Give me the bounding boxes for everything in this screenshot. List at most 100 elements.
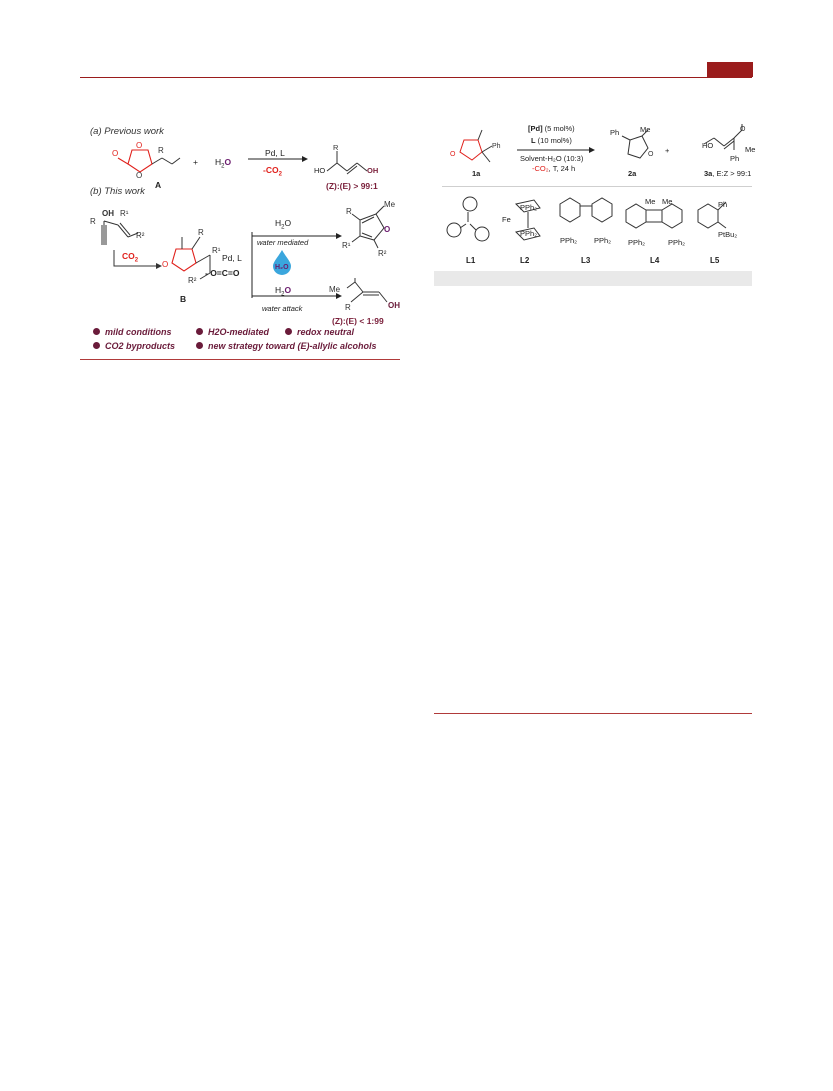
propargylic-alcohol-structure: R OH R¹ R² [90,209,145,245]
l4-pph2-left: PPh₂ [628,238,646,247]
compound-A-label: A [155,180,162,190]
svg-text:O: O [136,171,142,180]
ligand-label-5: L5 [710,256,720,265]
plus-sign-a: + [193,157,198,167]
svg-text:O: O [112,149,118,158]
svg-text:OH: OH [388,301,400,310]
ligand-label-1: L1 [466,256,476,265]
ratio-b: (Z):(E) < 1:99 [332,316,384,326]
svg-text:Me: Me [329,285,341,294]
path-top-label: water mediated [257,238,309,247]
svg-text:O: O [162,260,168,269]
l2-pph2-bottom: PPh₂ [520,229,538,238]
co2-arrow [113,250,162,269]
product-z-allylic-diol: R [326,143,368,175]
furan-product-structure: Me R R¹ R² O [342,200,396,258]
svg-text:O: O [648,151,654,158]
l4-me-right: Me [662,197,673,206]
bullet-new-strategy: new strategy toward (E)-allylic alcohols [196,341,377,351]
furan-2a-structure: O [621,129,654,159]
ligand-structures [446,196,727,242]
e-allylic-alcohol-structure: Me R OH [329,278,400,312]
svg-text:H₂O: H₂O [275,264,289,271]
ho-left: HO [314,166,326,175]
l5-ph: Ph [718,200,728,209]
ligand-label-3: L3 [581,256,591,265]
section-a-label: (a) Previous work [90,126,164,137]
water-a: H2O [215,157,232,170]
cond-a-top: Pd, L [265,148,285,158]
substrate-1a-structure: Ph O [450,129,501,163]
l5-ptbu2: PtBu₂ [718,230,738,239]
bullet-co2-byproducts: CO2 byproducts [93,341,175,351]
svg-text:R: R [198,228,204,237]
l2-pph2-top: PPh₂ [520,203,538,212]
svg-text:R¹: R¹ [120,209,129,218]
carbonate-A-structure: O O O R [112,141,181,180]
svg-text:R¹: R¹ [342,241,351,250]
header-tab [707,62,753,77]
plus-sign-right: + [665,146,670,155]
cond-reagent-1: [Pd] (5 mol%) [528,124,575,133]
svg-text:R: R [90,217,96,226]
co2-release: - O=C=O [205,268,240,278]
product-3a-structure: O [703,124,746,150]
bullet-water-mediated: H2O-mediated [196,327,269,337]
water-droplet-icon: H₂O [273,250,291,275]
path-bottom-label: water attack [262,304,303,313]
label-2a: 2a [628,169,637,178]
co2-reagent: CO2 [122,251,139,264]
path-bottom-reagent: H2O [275,285,292,298]
l2-fe: Fe [502,215,511,224]
label-1a: 1a [472,169,481,178]
ratio-a: (Z):(E) > 99:1 [326,181,378,191]
cond-reagent-2: L (10 mol%) [531,136,572,145]
left-bottom-rule [80,359,400,360]
header-rule [80,77,752,78]
table-header-bar [434,271,752,286]
svg-text:O: O [384,225,390,234]
ligand-label-4: L4 [650,256,660,265]
l4-pph2-right: PPh₂ [668,238,686,247]
section-b-label: (b) This work [90,186,145,197]
l3-pph2-left: PPh₂ [560,236,578,245]
cond-solvent: Solvent-H₂O (10:3) [520,154,584,163]
svg-text:O: O [740,126,746,133]
svg-text:O: O [136,141,142,150]
bullet-redox-neutral: redox neutral [285,327,354,337]
l3-pph2-right: PPh₂ [594,236,612,245]
group-ph-3a: Ph [730,154,740,163]
right-bottom-rule [434,713,752,714]
svg-text:R: R [345,303,351,312]
carbonate-B-structure: R R¹ R² O [162,228,221,285]
group-ph-2a: Ph [610,128,620,137]
svg-text:R¹: R¹ [212,246,221,255]
scheme-separator [442,186,752,187]
svg-text:R: R [333,143,339,152]
svg-text:R: R [158,146,164,155]
ligand-label-2: L2 [520,256,530,265]
branching-arrows [251,232,342,299]
oh-right: OH [367,166,379,175]
group-me-3a: Me [745,145,756,154]
l4-me-left: Me [645,197,656,206]
reaction-arrow-right [517,147,595,153]
cond-bottom: -CO₂, T, 24 h [532,164,576,173]
path-top-reagent: H2O [275,218,292,231]
label-3a: 3a, E:Z > 99:1 [704,169,752,178]
reaction-arrow-a [248,156,308,162]
svg-text:R²: R² [188,276,197,285]
svg-text:R: R [346,207,352,216]
group-ho-3a: HO [702,141,714,150]
svg-text:Ph: Ph [492,143,501,150]
svg-text:Me: Me [384,200,396,209]
cond-a-bottom: -CO2 [263,165,282,178]
group-me-2a: Me [640,125,651,134]
bullet-mild-conditions: mild conditions [93,327,172,337]
svg-text:OH: OH [102,209,114,218]
svg-text:O: O [450,151,456,158]
svg-text:R²: R² [378,249,387,258]
svg-text:R²: R² [136,231,145,240]
compound-B-label: B [180,294,187,304]
cond-b: Pd, L [222,253,242,263]
